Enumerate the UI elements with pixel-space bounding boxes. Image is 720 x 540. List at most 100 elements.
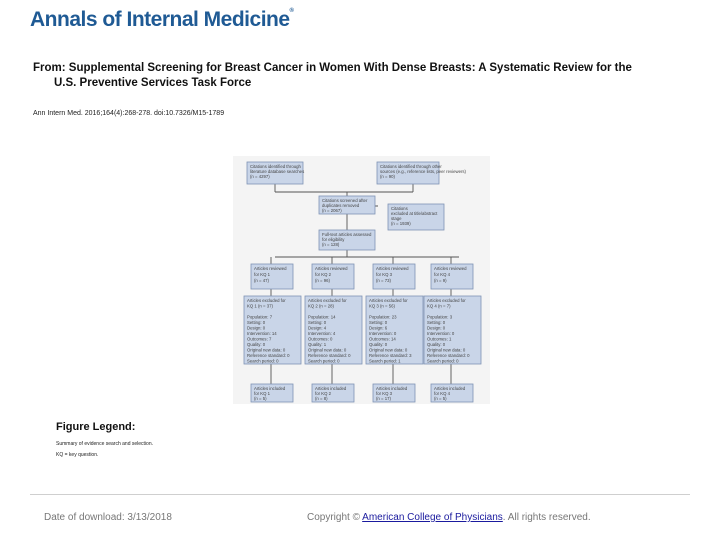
box-excluded-kq2-text: Original new data: 0 xyxy=(308,348,347,353)
box-excluded-kq2-text: Setting: 0 xyxy=(308,320,327,325)
box-excluded-kq4-text: Intervention: 0 xyxy=(427,331,455,336)
box-excluded-kq3-text: KQ 3 (n = 56) xyxy=(369,304,395,309)
box-excluded-kq4-text: Quality: 0 xyxy=(427,342,446,347)
figure-legend-line2: KQ = key question. xyxy=(56,452,99,458)
box-excluded-kq1-text: Intervention: 14 xyxy=(247,331,277,336)
box-reviewed-kq1-text: for KQ 1 xyxy=(254,272,271,277)
box-other-citations-text: (n = 90) xyxy=(380,174,395,179)
box-reviewed-kq1-text: Articles reviewed xyxy=(254,266,287,271)
box-excluded-kq2-text: Reference standard: 0 xyxy=(308,353,351,358)
box-excluded-kq1-text: Original new data: 0 xyxy=(247,348,286,353)
box-included-kq3-text: (n = 17) xyxy=(376,396,391,401)
box-reviewed-kq4-text: (n = 9) xyxy=(434,278,447,283)
box-excluded-kq3-text: Setting: 0 xyxy=(369,320,388,325)
box-excluded-kq4-text: Design: 0 xyxy=(427,326,446,331)
box-reviewed-kq3-text: for KQ 3 xyxy=(376,272,393,277)
figure-legend-title: Figure Legend: xyxy=(56,421,136,433)
box-excluded-kq1-text: Population: 7 xyxy=(247,315,273,320)
box-excluded-abstract-text: stage xyxy=(391,216,402,221)
box-excluded-kq4-text: Search period: 0 xyxy=(427,359,459,364)
box-included-kq1-text: (n = 5) xyxy=(254,396,267,401)
publisher-link[interactable]: American College of Physicians xyxy=(362,512,503,523)
box-excluded-kq4-text: Reference standard: 0 xyxy=(427,353,470,358)
box-reviewed-kq2-text: for KQ 2 xyxy=(315,272,332,277)
box-reviewed-kq3-text: Articles reviewed xyxy=(376,266,409,271)
box-excluded-kq1-text: Outcomes: 7 xyxy=(247,337,272,342)
box-excluded-kq4-text: Outcomes: 1 xyxy=(427,337,452,342)
box-database-citations-text: (n = 4297) xyxy=(250,174,270,179)
box-excluded-kq2-text: Search period: 0 xyxy=(308,359,340,364)
box-fulltext-assessed-text: Full-text articles assessed xyxy=(322,232,372,237)
box-included-kq1-text: Articles included xyxy=(254,386,286,391)
box-excluded-kq2-text: KQ 2 (n = 28) xyxy=(308,304,334,309)
box-excluded-kq2-text: Intervention: 4 xyxy=(308,331,336,336)
box-excluded-kq1-text: Design: 0 xyxy=(247,326,266,331)
box-reviewed-kq2-text: (n = 96) xyxy=(315,278,330,283)
box-reviewed-kq1-text: (n = 47) xyxy=(254,278,269,283)
footer-divider xyxy=(30,494,690,495)
box-excluded-kq4-text: Articles excluded for xyxy=(427,298,466,303)
box-included-kq3-text: Articles included xyxy=(376,386,408,391)
journal-logo: Annals of Internal Medicine® xyxy=(30,8,294,32)
box-excluded-kq3-text: Quality: 0 xyxy=(369,342,388,347)
box-included-kq2-text: for KQ 2 xyxy=(315,391,332,396)
box-excluded-kq3-text: Articles excluded for xyxy=(369,298,408,303)
box-excluded-kq2-text: Outcomes: 0 xyxy=(308,337,333,342)
article-title: From: Supplemental Screening for Breast … xyxy=(33,61,673,91)
article-title-line2: U.S. Preventive Services Task Force xyxy=(54,77,252,89)
box-excluded-kq3-text: Population: 23 xyxy=(369,315,397,320)
box-fulltext-assessed-text: (n = 128) xyxy=(322,242,340,247)
copyright-prefix: Copyright © xyxy=(307,512,363,523)
box-included-kq4-text: for KQ 4 xyxy=(434,391,451,396)
box-citations-screened-text: Citations screened after xyxy=(322,198,368,203)
box-excluded-kq1-text: Quality: 0 xyxy=(247,342,266,347)
box-included-kq4-text: (n = 5) xyxy=(434,396,447,401)
box-reviewed-kq4-text: Articles reviewed xyxy=(434,266,467,271)
box-excluded-kq1-text: KQ 1 (n = 37) xyxy=(247,304,273,309)
box-excluded-kq3-text: Design: 6 xyxy=(369,326,388,331)
box-excluded-abstract-text: (n = 1939) xyxy=(391,221,411,226)
box-excluded-kq4-text: Original new data: 0 xyxy=(427,348,466,353)
box-excluded-kq3-text: Intervention: 0 xyxy=(369,331,397,336)
box-excluded-kq4-text: KQ 4 (n = 7) xyxy=(427,304,451,309)
box-excluded-kq3-text: Original new data: 0 xyxy=(369,348,408,353)
box-excluded-kq2-text: Articles excluded for xyxy=(308,298,347,303)
box-excluded-kq3-text: Reference standard: 3 xyxy=(369,353,412,358)
box-reviewed-kq2-text: Articles reviewed xyxy=(315,266,348,271)
box-excluded-kq3-text: Search period: 1 xyxy=(369,359,401,364)
download-date: Date of download: 3/13/2018 xyxy=(44,512,172,523)
box-other-citations: Citations identified through othersource… xyxy=(376,161,467,185)
box-excluded-kq1-text: Reference standard: 0 xyxy=(247,353,290,358)
box-included-kq2-text: (n = 8) xyxy=(315,396,328,401)
box-excluded-kq1-text: Setting: 0 xyxy=(247,320,266,325)
box-included-kq3-text: for KQ 3 xyxy=(376,391,393,396)
box-excluded-abstract-text: Citations xyxy=(391,206,408,211)
box-database-citations-text: Citations identified through xyxy=(250,164,301,169)
box-database-citations-text: literature database searches xyxy=(250,169,304,174)
box-excluded-kq2-text: Design: 4 xyxy=(308,326,327,331)
box-included-kq2-text: Articles included xyxy=(315,386,347,391)
box-fulltext-assessed-text: for eligibility xyxy=(322,237,345,242)
box-citations-screened-text: duplicates removed xyxy=(322,203,360,208)
registered-mark: ® xyxy=(289,8,294,14)
box-included-kq1-text: for KQ 1 xyxy=(254,391,271,396)
copyright-suffix: . All rights reserved. xyxy=(502,512,591,523)
copyright: Copyright © American College of Physicia… xyxy=(307,512,591,523)
